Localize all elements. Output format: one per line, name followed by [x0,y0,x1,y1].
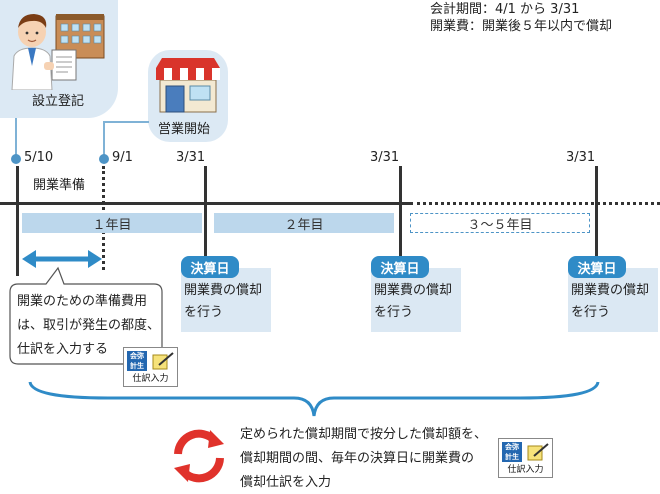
date-fy5-end: 3/31 [566,150,596,165]
bottom-note-line1: 定められた償却期間で按分した償却額を、 [240,427,488,442]
prep-note-line3: 仕訳を入力する [17,342,109,357]
amortization-rule-note: 開業費：開業後５年以内で償却 [430,19,613,34]
opening-label: 営業開始 [158,122,211,137]
timeline-axis-dotted [410,202,660,205]
establishment-connector [15,118,17,158]
date-fy2-end: 3/31 [370,150,400,165]
prep-note-line2: は、取引が発生の都度、 [17,318,161,333]
preparation-period-label: 開業準備 [33,178,86,193]
settlement-3-line2: を行う [571,305,611,320]
settlement-panel-2 [371,268,461,332]
opening-connector-v [103,121,105,158]
year-1-bar: １年目 [22,213,202,233]
year-2-label: ２年目 [284,217,324,233]
businessman-with-document-icon [11,14,105,90]
notebook-pencil-icon [152,352,174,370]
settlement-2-line2: を行う [374,305,414,320]
yayoi-caption: 仕訳入力 [507,465,544,475]
tick-fy2-end [399,166,402,260]
tick-establishment [16,166,19,276]
year-2-bar: ２年目 [214,213,394,233]
tick-fy5-end [595,166,598,260]
settlement-tag-2: 決算日 [371,256,429,278]
bottom-note-line3: 償却仕訳を入力 [240,475,332,490]
settlement-tag-1: 決算日 [181,256,239,278]
bottom-note-line2: 償却期間の間、毎年の決算日に開業費の [240,451,475,466]
settlement-panel-3 [568,268,658,332]
establishment-label: 設立登記 [32,94,85,109]
settlement-tag-3: 決算日 [568,256,626,278]
yayoi-caption: 仕訳入力 [132,374,169,384]
preparation-span-arrow-icon [22,250,102,268]
accounting-period-note: 会計期間：4/1 から 3/31 [430,2,580,17]
settlement-3-line1: 開業費の償却 [571,283,650,298]
yayoi-logo-icon: 会弥計生 [502,442,522,462]
recycle-arrows-icon [174,429,224,483]
yayoi-journal-entry-badge-2: 会弥計生 仕訳入力 [498,438,553,478]
prep-note-line1: 開業のための準備費用 [17,294,148,309]
opening-connector-h [103,121,149,123]
year-3-5-box: ３～５年目 [410,213,590,233]
notebook-pencil-icon [527,443,549,461]
opening-dot [99,154,109,164]
tick-fy1-end [204,166,207,260]
year-1-label: １年目 [92,217,132,233]
settlement-2-line1: 開業費の償却 [374,283,453,298]
yayoi-logo-icon: 会弥計生 [127,351,147,371]
settlement-panel-1 [181,268,271,332]
yayoi-journal-entry-badge-1: 会弥計生 仕訳入力 [123,347,178,387]
year-3-5-label: ３～５年目 [467,217,533,233]
storefront-icon [156,58,220,113]
establishment-dot [11,154,21,164]
summary-brace-icon [28,381,600,417]
settlement-1-line1: 開業費の償却 [184,283,263,298]
date-establishment: 5/10 [24,150,54,165]
settlement-1-line2: を行う [184,305,224,320]
date-fy1-end: 3/31 [176,150,206,165]
date-opening: 9/1 [112,150,133,165]
